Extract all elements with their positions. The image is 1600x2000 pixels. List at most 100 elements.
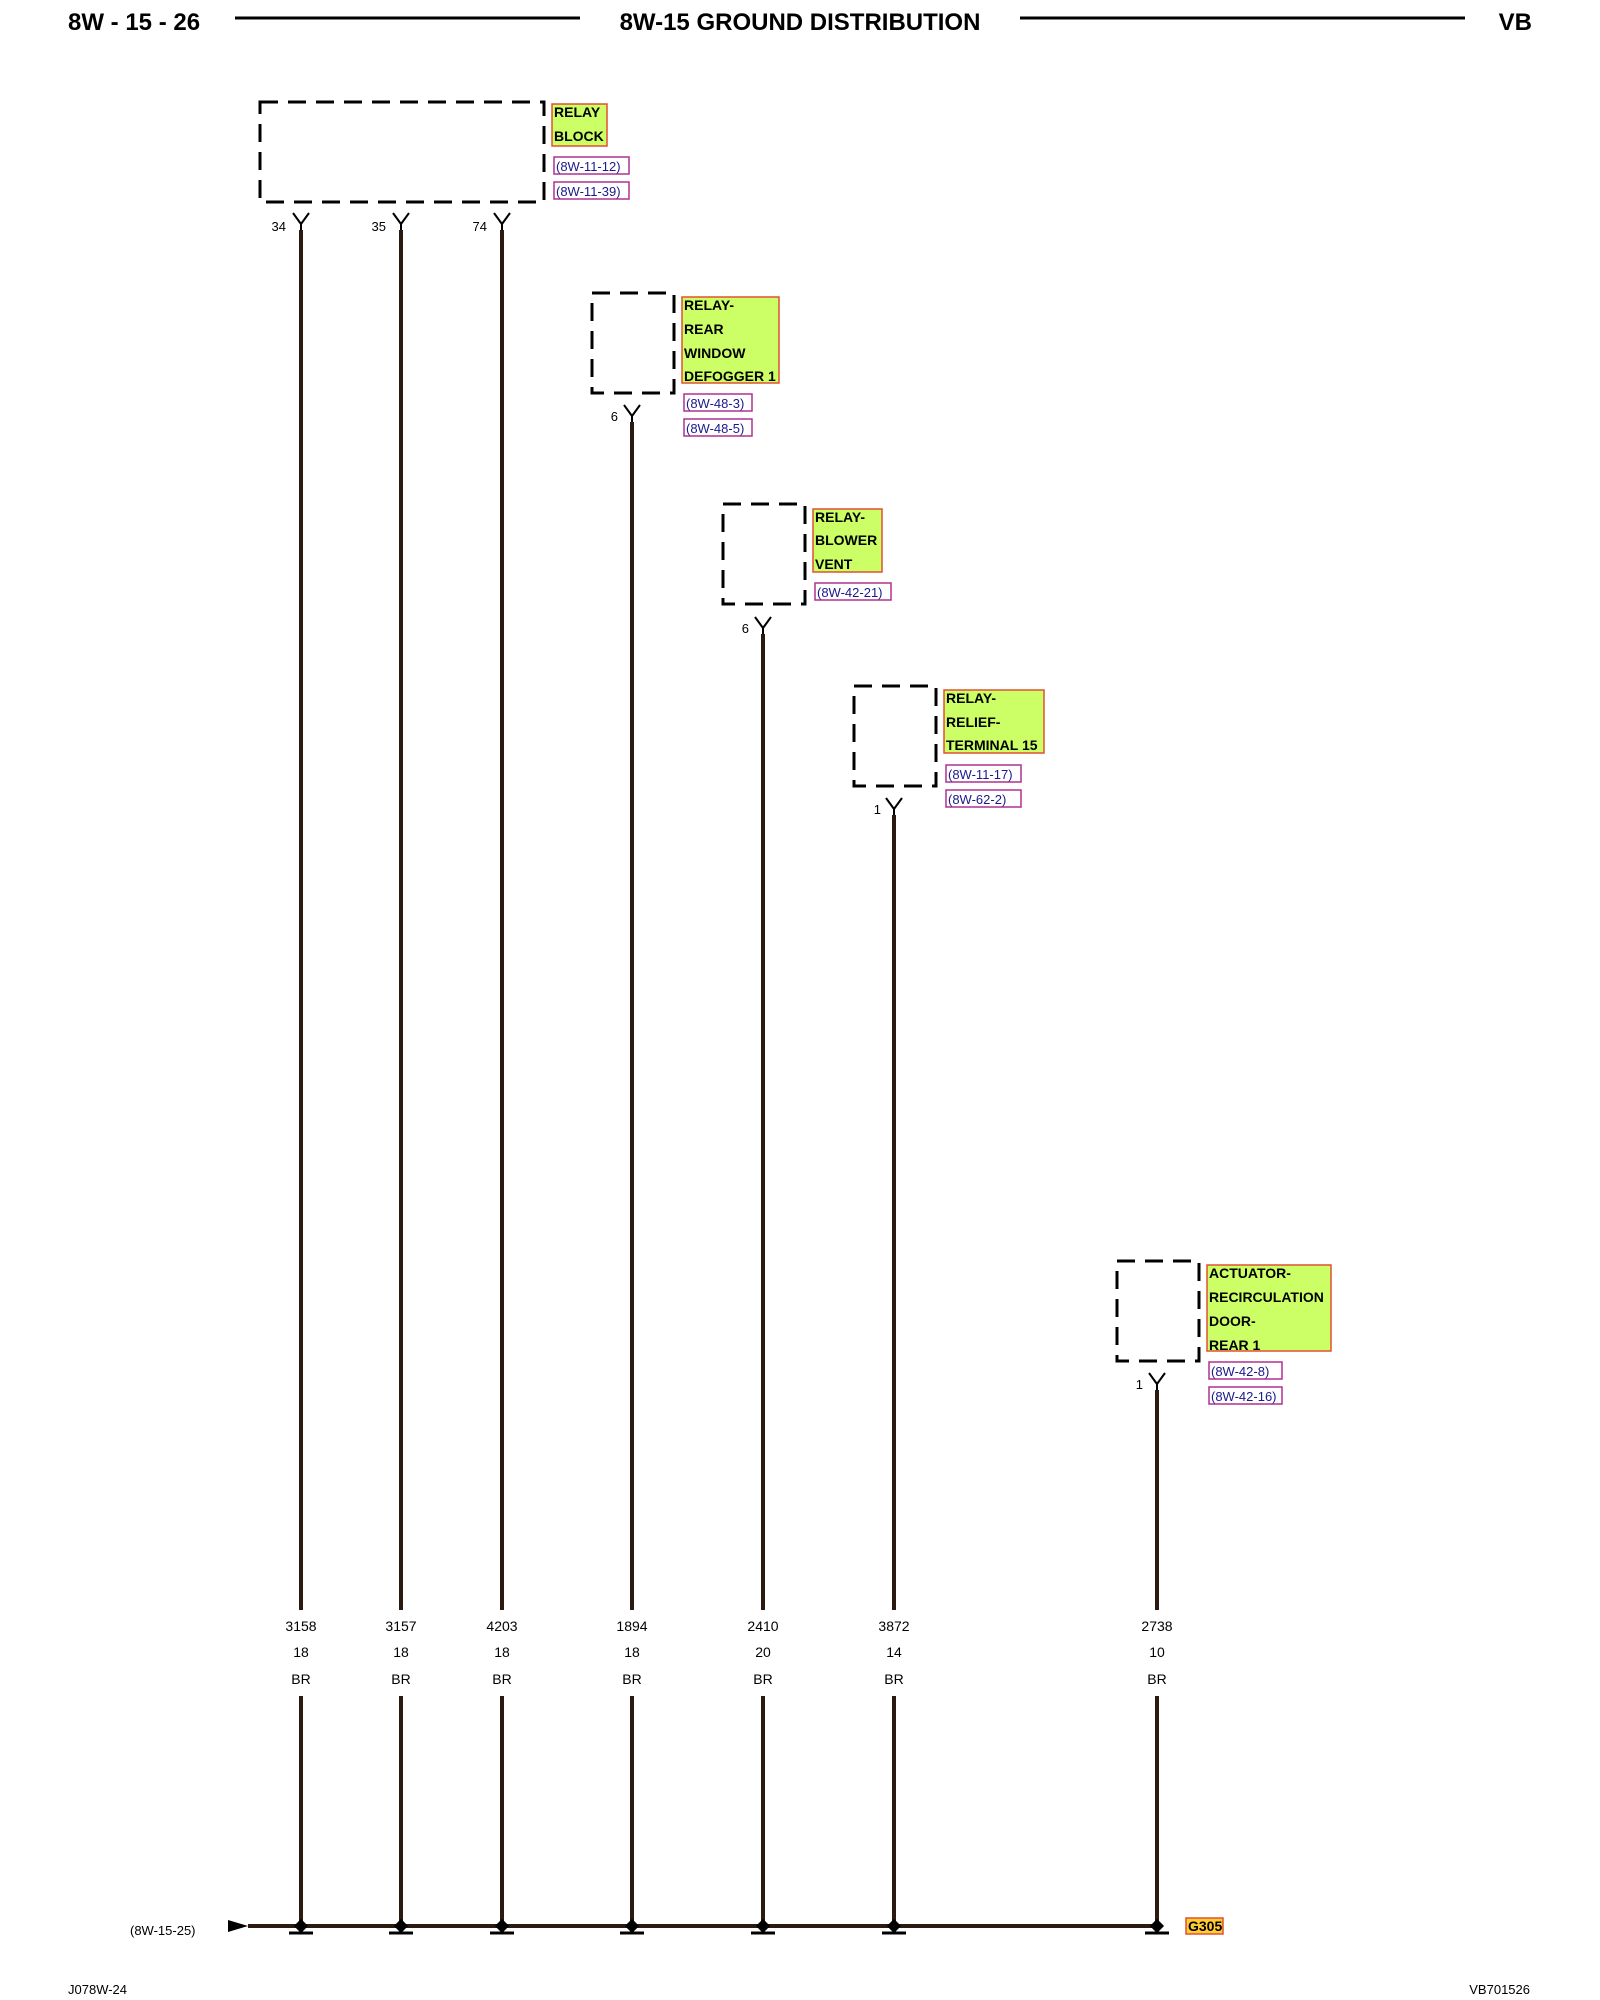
component-label-line: REAR xyxy=(684,321,724,337)
component-relay-block: RELAY BLOCK (8W-11-12) (8W-11-39) 34 35 … xyxy=(258,100,630,234)
component-outline xyxy=(852,684,938,788)
page-ref-box[interactable] xyxy=(945,764,1022,783)
page-ref[interactable]: (8W-42-8) xyxy=(1211,1364,1269,1379)
wire-circuit: 3872 xyxy=(878,1618,909,1634)
model-code: VB xyxy=(1499,9,1532,36)
wire-color: BR xyxy=(884,1671,903,1687)
wire-circuit: 4203 xyxy=(486,1618,517,1634)
ground-label[interactable]: G305 xyxy=(1188,1918,1222,1934)
wire-color: BR xyxy=(492,1671,511,1687)
page-ref[interactable]: (8W-11-12) xyxy=(556,159,621,174)
wire-gauge: 14 xyxy=(886,1644,902,1660)
pin-number: 6 xyxy=(611,409,618,424)
footer-right-code: VB701526 xyxy=(1469,1982,1530,1997)
page-ref[interactable]: (8W-11-39) xyxy=(556,184,621,199)
splice-dot-icon xyxy=(1149,1918,1165,1934)
wire-gauge: 18 xyxy=(393,1644,409,1660)
ground-label-box xyxy=(1185,1917,1224,1935)
wire-upper-segments xyxy=(299,230,1159,1610)
wire-circuit: 2738 xyxy=(1141,1618,1172,1634)
wire-circuit: 1894 xyxy=(616,1618,647,1634)
component-label-line: TERMINAL 15 xyxy=(946,737,1038,753)
splice-dot-icon xyxy=(886,1918,902,1934)
component-label-line: VENT xyxy=(815,556,853,572)
pin-number: 6 xyxy=(742,621,749,636)
component-label-line: DOOR- xyxy=(1209,1313,1256,1329)
component-label-line: RELAY- xyxy=(946,690,996,706)
page-number: 8W - 15 - 26 xyxy=(68,9,200,36)
component-label-box xyxy=(812,508,883,573)
page-ref[interactable]: (8W-48-3) xyxy=(686,396,744,411)
wire-color: BR xyxy=(753,1671,772,1687)
component-label-line: RELAY- xyxy=(684,297,734,313)
connector-pin-icon xyxy=(1148,1372,1166,1390)
page-ref[interactable]: (8W-11-17) xyxy=(948,767,1013,782)
pin-number: 1 xyxy=(874,802,881,817)
connector-pin-icon xyxy=(292,212,310,230)
wire-circuit: 2410 xyxy=(747,1618,778,1634)
component-label-line: RELIEF- xyxy=(946,714,1001,730)
wire-color: BR xyxy=(291,1671,310,1687)
component-actuator-recirculation-door-rear: ACTUATOR- RECIRCULATION DOOR- REAR 1 (8W… xyxy=(1115,1259,1332,1405)
page-ref[interactable]: (8W-42-21) xyxy=(817,585,883,600)
splice-dot-icon xyxy=(293,1918,309,1934)
component-outline xyxy=(258,100,546,204)
component-label-line: ACTUATOR- xyxy=(1209,1265,1291,1281)
wire-color: BR xyxy=(391,1671,410,1687)
component-relay-blower-vent: RELAY- BLOWER VENT (8W-42-21) 6 xyxy=(721,502,892,636)
page-ref-box[interactable] xyxy=(553,156,630,175)
page-ref-box[interactable] xyxy=(945,789,1022,808)
splice-dot-icon xyxy=(393,1918,409,1934)
page-title: 8W-15 GROUND DISTRIBUTION xyxy=(620,9,981,36)
page-ref-box[interactable] xyxy=(1208,1361,1283,1380)
connector-pin-icon xyxy=(623,404,641,422)
connector-pin-icon xyxy=(754,616,772,634)
wire-gauge: 20 xyxy=(755,1644,771,1660)
component-outline xyxy=(1115,1259,1201,1363)
page-ref-box[interactable] xyxy=(683,393,753,412)
wire-color: BR xyxy=(622,1671,641,1687)
component-label-line: WINDOW xyxy=(684,345,746,361)
footer-left-code: J078W-24 xyxy=(68,1982,127,1997)
connector-pin-icon xyxy=(392,212,410,230)
continuation-arrow-icon xyxy=(228,1920,248,1932)
wire-lower-segments xyxy=(299,1696,1159,1922)
page-ref[interactable]: (8W-62-2) xyxy=(948,792,1006,807)
page-ref-box[interactable] xyxy=(1208,1386,1283,1405)
wire-color: BR xyxy=(1147,1671,1166,1687)
page-ref-box[interactable] xyxy=(553,181,630,200)
splice-markers xyxy=(289,1918,1169,1935)
component-label-box xyxy=(1206,1264,1332,1352)
pin-number: 34 xyxy=(272,219,286,234)
component-outline xyxy=(590,291,676,395)
wire-circuit: 3158 xyxy=(285,1618,316,1634)
component-label-line: RELAY- xyxy=(815,509,865,525)
wire-gauge: 10 xyxy=(1149,1644,1165,1660)
wire-circuit: 3157 xyxy=(385,1618,416,1634)
wire-gauge: 18 xyxy=(494,1644,510,1660)
pin-number: 74 xyxy=(473,219,487,234)
splice-dot-icon xyxy=(494,1918,510,1934)
component-label-line: BLOWER xyxy=(815,532,877,548)
component-label-line: RECIRCULATION xyxy=(1209,1289,1324,1305)
continuation-ref[interactable]: (8W-15-25) xyxy=(130,1923,196,1938)
component-relay-relief-terminal-15: RELAY- RELIEF- TERMINAL 15 (8W-11-17) (8… xyxy=(852,684,1045,817)
page-ref-box[interactable] xyxy=(683,418,753,437)
component-label-box xyxy=(943,689,1045,754)
wire-label-group: 3158 18 BR 3157 18 BR 4203 18 BR 1894 18… xyxy=(285,1618,1172,1687)
page-ref[interactable]: (8W-48-5) xyxy=(686,421,744,436)
wire-gauge: 18 xyxy=(293,1644,309,1660)
component-label-line: REAR 1 xyxy=(1209,1337,1261,1353)
connector-pin-icon xyxy=(493,212,511,230)
page-ref[interactable]: (8W-42-16) xyxy=(1211,1389,1277,1404)
component-label-line: BLOCK xyxy=(554,128,604,144)
wire-gauge: 18 xyxy=(624,1644,640,1660)
component-label-line: RELAY xyxy=(554,104,601,120)
page-ref-box[interactable] xyxy=(814,582,892,601)
component-relay-rear-window-defogger: RELAY- REAR WINDOW DEFOGGER 1 (8W-48-3) … xyxy=(590,291,780,437)
component-outline xyxy=(721,502,807,606)
pin-number: 1 xyxy=(1136,1377,1143,1392)
splice-dot-icon xyxy=(755,1918,771,1934)
component-label-line: DEFOGGER 1 xyxy=(684,368,776,384)
